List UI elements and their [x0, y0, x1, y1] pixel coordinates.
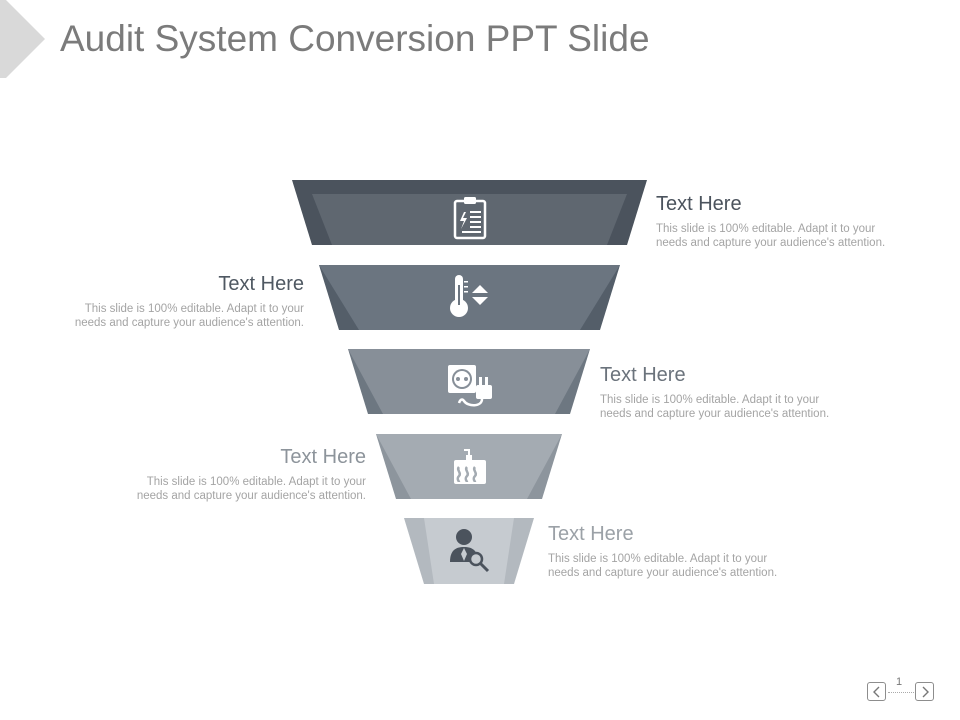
- heater-icon: [454, 449, 486, 484]
- tier-4-heading: Text Here: [280, 446, 366, 468]
- tier-5-callout: Text Here This slide is 100% editable. A…: [548, 522, 808, 580]
- tier-5-heading: Text Here: [548, 523, 634, 545]
- next-slide-button[interactable]: [915, 682, 934, 701]
- chevron-right-icon: [922, 686, 929, 697]
- page-number: 1: [896, 676, 903, 688]
- tier-4-callout: Text Here This slide is 100% editable. A…: [106, 445, 366, 503]
- tier-4-body: This slide is 100% editable. Adapt it to…: [136, 476, 366, 502]
- tier-3-callout: Text Here This slide is 100% editable. A…: [600, 363, 860, 421]
- tier-1-heading: Text Here: [656, 193, 742, 215]
- user-search-icon: [450, 529, 490, 573]
- slide-pager: 1: [864, 676, 938, 710]
- page-title: Audit System Conversion PPT Slide: [60, 18, 650, 59]
- tier-3-body: This slide is 100% editable. Adapt it to…: [600, 394, 830, 420]
- previous-slide-button[interactable]: [867, 682, 886, 701]
- chevron-left-icon: [872, 686, 879, 697]
- funnel-tier-2[interactable]: [319, 265, 620, 330]
- tier-2-heading: Text Here: [218, 273, 304, 295]
- pager-divider: [888, 692, 914, 693]
- tier-2-callout: Text Here This slide is 100% editable. A…: [44, 272, 304, 330]
- clipboard-icon: [453, 197, 487, 240]
- funnel-tier-1[interactable]: [292, 180, 647, 245]
- tier-1-callout: Text Here This slide is 100% editable. A…: [656, 192, 916, 250]
- tier-1-body: This slide is 100% editable. Adapt it to…: [656, 223, 886, 249]
- tier-2-inner: [319, 265, 620, 330]
- thermometer-icon: [450, 275, 488, 317]
- power-plug-icon: [448, 365, 492, 407]
- tier-3-heading: Text Here: [600, 364, 686, 386]
- tier-1-inner: [312, 194, 627, 245]
- tier-5-body: This slide is 100% editable. Adapt it to…: [548, 553, 778, 579]
- corner-arrow-decoration: [0, 0, 45, 78]
- tier-2-body: This slide is 100% editable. Adapt it to…: [74, 303, 304, 329]
